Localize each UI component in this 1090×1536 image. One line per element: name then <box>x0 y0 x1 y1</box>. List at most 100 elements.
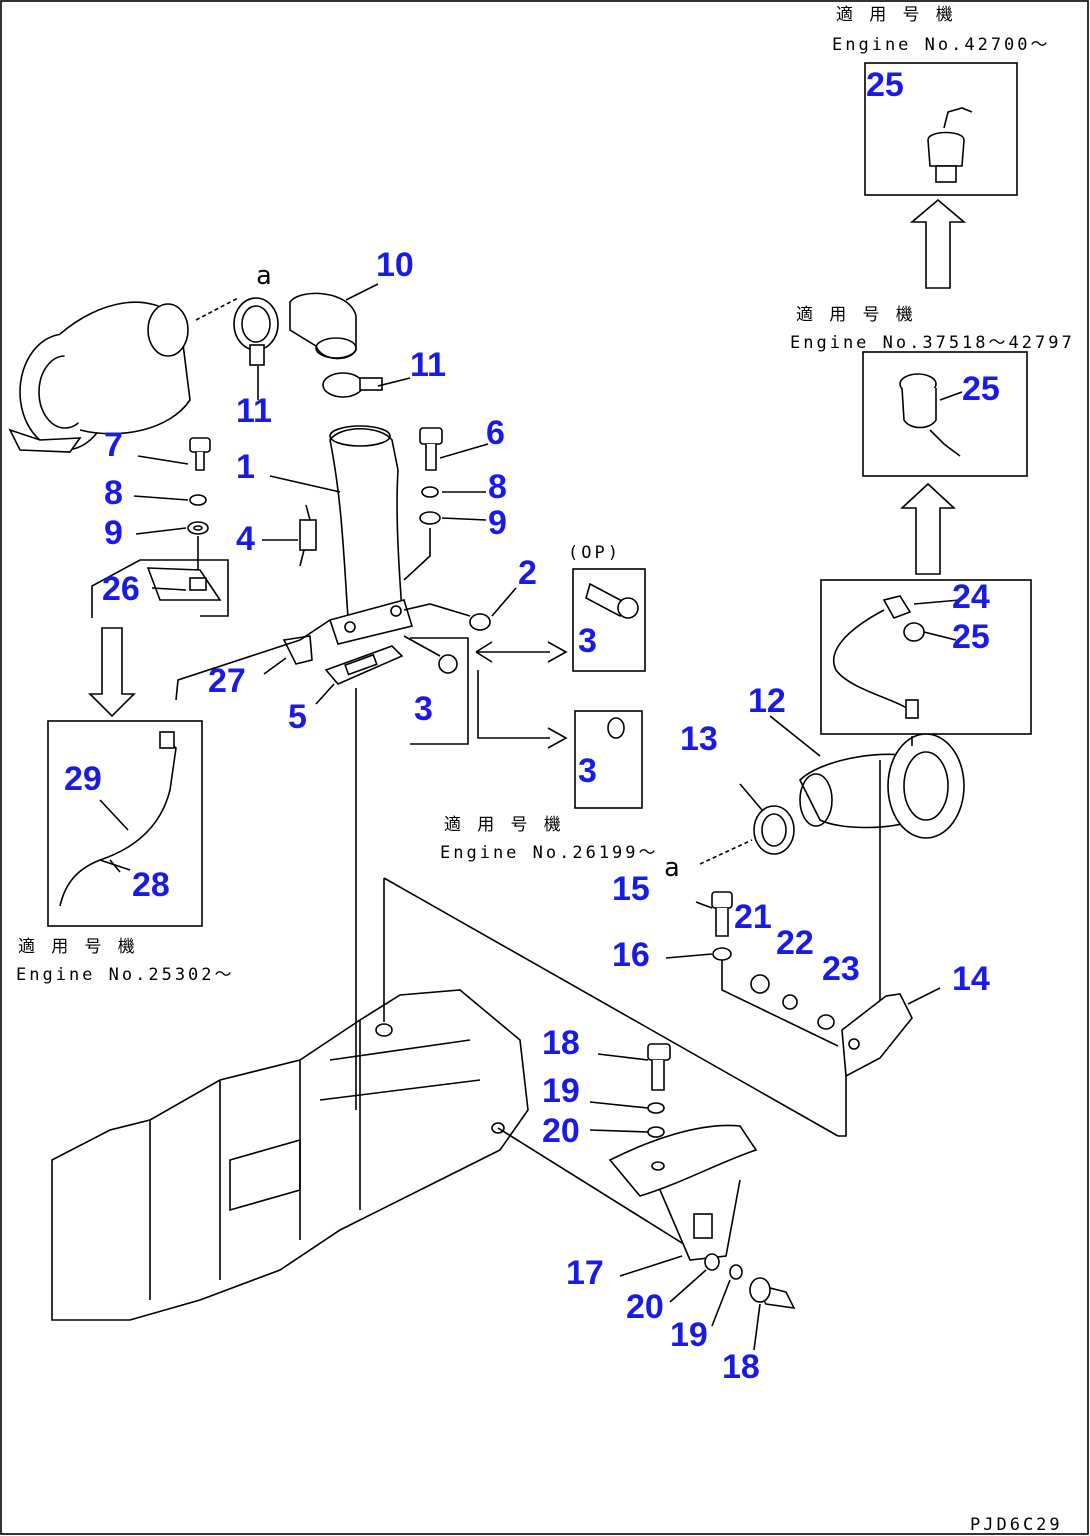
part-17-bracket <box>608 1124 758 1261</box>
part-24-sensor <box>833 595 925 719</box>
part-25-cap-mid <box>899 373 961 457</box>
label-10: 10 <box>376 246 414 284</box>
arrow-to-op <box>475 641 568 663</box>
part-3-nut-late <box>607 717 625 739</box>
connector-engine-bracket <box>383 877 839 1137</box>
part-3-nut <box>403 635 458 674</box>
part-number-labels: 1 2 3 3 3 4 5 6 7 8 8 9 9 10 11 11 12 13… <box>64 66 1000 1386</box>
bracket-part-3 <box>410 637 469 745</box>
inset-box-3-op <box>572 568 646 672</box>
label-2: 2 <box>518 554 537 592</box>
connector-26-pipe <box>175 619 331 701</box>
label-17: 17 <box>566 1254 604 1292</box>
parts-18-19-20-upper <box>647 1043 671 1138</box>
ref-arrow-a-top <box>195 297 239 321</box>
arrow-down-left <box>88 627 136 718</box>
label-12: 12 <box>748 682 786 720</box>
turbocharger <box>8 301 191 453</box>
note-42700: Engine No.42700～ <box>832 35 1051 55</box>
label-1: 1 <box>236 448 255 486</box>
label-7: 7 <box>104 426 123 464</box>
note-26199-jp: 適 用 号 機 <box>444 815 564 835</box>
label-11-left: 11 <box>236 392 272 430</box>
label-29: 29 <box>64 760 102 798</box>
label-25-top: 25 <box>866 66 904 104</box>
label-20-lower: 20 <box>626 1288 664 1326</box>
part-1-pipe <box>328 425 414 645</box>
label-25-inset: 25 <box>952 618 990 656</box>
part-13-clamp <box>739 783 795 855</box>
ref-arrow-a-mid <box>699 839 753 865</box>
label-4: 4 <box>236 520 255 558</box>
parts-7-8-9-left <box>187 437 211 580</box>
drawing-code: PJD6C29 <box>970 1515 1063 1535</box>
engine-block <box>51 989 529 1321</box>
label-14: 14 <box>952 960 990 998</box>
label-3: 3 <box>414 690 433 728</box>
label-18-upper: 18 <box>542 1024 580 1062</box>
part-4-sensor <box>299 504 317 567</box>
connector-bracket-17 <box>497 1127 691 1249</box>
part-3-stud-op <box>585 582 639 619</box>
label-23: 23 <box>822 950 860 988</box>
arrow-to-late <box>477 670 568 749</box>
label-13: 13 <box>680 720 718 758</box>
note-25302: Engine No.25302～ <box>16 965 235 985</box>
note-37518: Engine No.37518～42797 <box>790 333 1075 353</box>
part-11-clamp-lower <box>322 372 383 398</box>
part-25-cap-top <box>927 107 973 183</box>
leader-lines <box>99 283 963 1351</box>
part-12-elbow <box>799 733 965 839</box>
label-21: 21 <box>734 898 772 936</box>
label-19-upper: 19 <box>542 1072 580 1110</box>
arrow-up-upper <box>909 198 967 289</box>
label-18-lower: 18 <box>722 1348 760 1386</box>
label-8-left: 8 <box>104 474 123 512</box>
parts-18-19-20-lower <box>704 1253 796 1310</box>
parts-15-16-bolt <box>711 891 839 1047</box>
bracket-part-26 <box>91 559 229 618</box>
label-3-op: 3 <box>578 622 597 660</box>
part-14-bracket <box>838 760 913 1137</box>
label-22: 22 <box>776 924 814 962</box>
arrow-up-lower <box>899 482 957 575</box>
part-5-gasket <box>324 645 404 685</box>
label-27: 27 <box>208 662 246 700</box>
label-5: 5 <box>288 698 307 736</box>
label-26: 26 <box>102 570 140 608</box>
label-6: 6 <box>486 414 505 452</box>
label-16: 16 <box>612 936 650 974</box>
label-3-late: 3 <box>578 752 597 790</box>
parts-6-8-9-right <box>403 427 443 581</box>
part-10-hose <box>289 292 357 360</box>
label-8-right: 8 <box>488 468 507 506</box>
label-24: 24 <box>952 578 990 616</box>
label-11-right: 11 <box>410 346 446 384</box>
label-20-upper: 20 <box>542 1112 580 1150</box>
inset-box-28-29 <box>47 720 203 927</box>
inset-box-3-late <box>574 710 643 809</box>
label-15: 15 <box>612 870 650 908</box>
note-op: (OP) <box>568 543 621 563</box>
label-25-mid: 25 <box>962 370 1000 408</box>
note-26199: Engine No.26199～ <box>440 843 659 863</box>
label-19-lower: 19 <box>670 1316 708 1354</box>
note-25302-jp: 適 用 号 機 <box>18 937 138 957</box>
applicability-notes: 適 用 号 機 Engine No.42700～ 適 用 号 機 Engine … <box>16 5 1075 1535</box>
parts-22-23-nuts <box>750 974 835 1030</box>
ref-a-mid: a <box>664 853 683 883</box>
note-42700-jp: 適 用 号 機 <box>836 5 956 25</box>
label-9-right: 9 <box>488 504 507 542</box>
inset-box-25-mid <box>862 351 1028 477</box>
part-26-bracket <box>146 567 222 601</box>
part-11-clamp-upper <box>233 297 279 366</box>
inset-box-25-late <box>864 62 1018 196</box>
ref-a-top: a <box>256 261 275 291</box>
note-37518-jp: 適 用 号 機 <box>796 305 916 325</box>
label-9-left: 9 <box>104 514 123 552</box>
part-2-nut <box>403 603 491 631</box>
label-28: 28 <box>132 866 170 904</box>
